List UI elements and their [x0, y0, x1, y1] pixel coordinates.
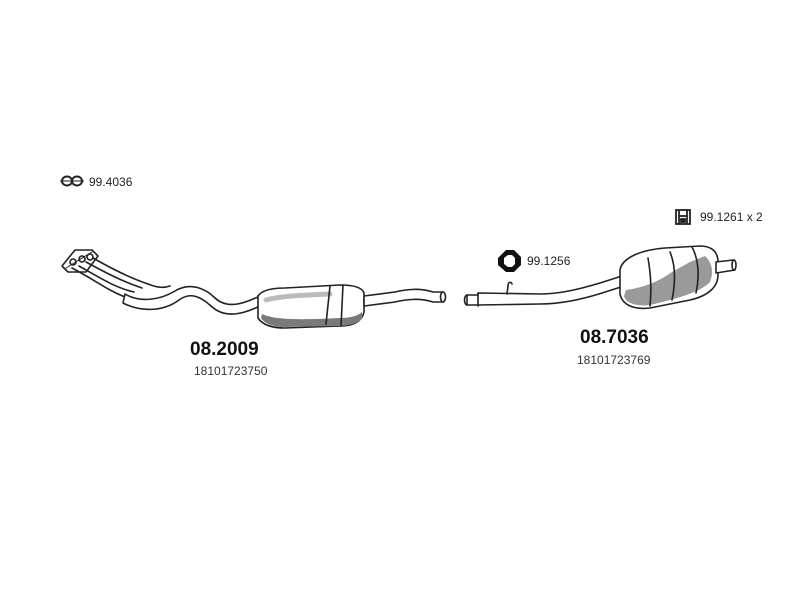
exhaust-manifold-flange: [61, 249, 99, 273]
gasket-part-number: 99.4036: [89, 175, 133, 189]
rubber-ring-part-number: 99.1256: [527, 254, 571, 268]
rear-exhaust-section: [463, 245, 737, 310]
clamp-icon: [675, 209, 691, 225]
rubber-mount-ring-icon: [498, 250, 521, 272]
rear-silencer: [619, 245, 719, 310]
front-pipe: [122, 285, 261, 315]
rear-section-oem-number: 18101723769: [577, 353, 651, 367]
front-section-part-number: 08.2009: [190, 339, 259, 360]
rear-inlet-pipe: [466, 275, 625, 306]
front-section-oem-number: 18101723750: [194, 364, 268, 378]
front-tail-pipe: [363, 288, 444, 307]
flange-gasket-icon: [60, 175, 84, 187]
catalytic-converter: [257, 284, 365, 329]
clamp-part-number: 99.1261 x 2: [700, 210, 763, 224]
pipe-hanger: [506, 281, 513, 295]
rear-section-part-number: 08.7036: [580, 327, 649, 348]
front-exhaust-section: [61, 249, 447, 329]
